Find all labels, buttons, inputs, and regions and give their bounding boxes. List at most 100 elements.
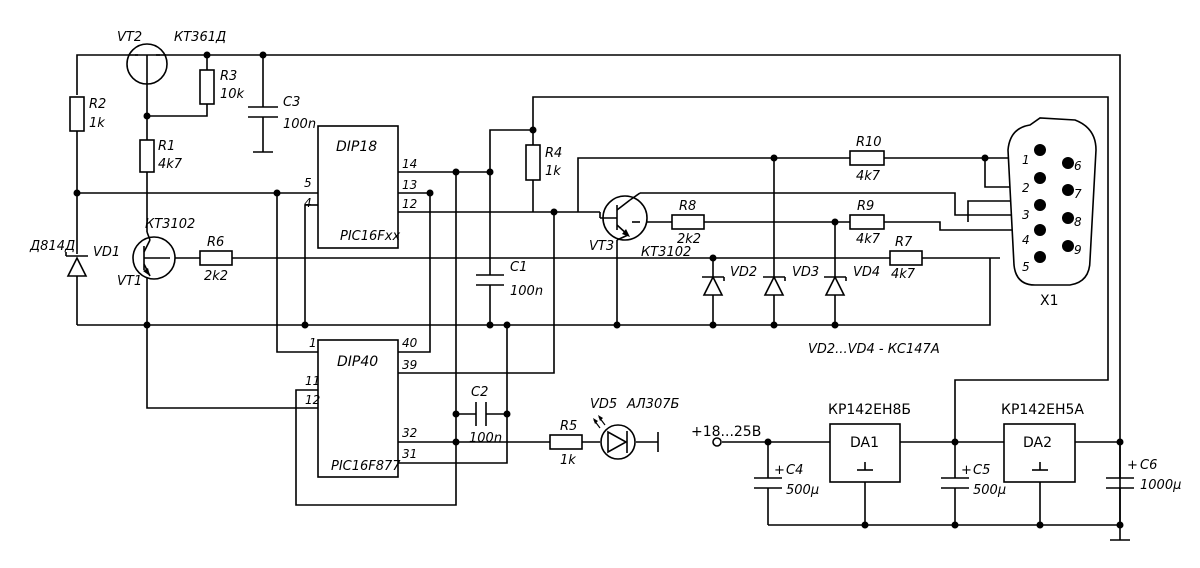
da1-part: КР142ЕН8Б [828, 402, 911, 418]
dip40-pin40: 40 [402, 336, 418, 350]
resistor-r10: R10 4k7 [849, 135, 885, 184]
vt1-ref: VT1 [117, 274, 142, 289]
r6-ref: R6 [207, 235, 224, 250]
resistor-r8: R8 2k2 [671, 199, 705, 247]
dip40-pin11: 11 [305, 374, 320, 388]
r2-ref: R2 [89, 97, 106, 112]
vt2-ref: VT2 [117, 30, 142, 45]
c6-ref: C6 [1140, 458, 1157, 473]
zener-vd2: VD2 [702, 265, 757, 296]
dip18-pin14: 14 [402, 157, 417, 171]
resistor-r3: R3 10k [199, 69, 245, 105]
dip40-pin1: 1 [309, 336, 317, 350]
r7-value: 4k7 [891, 267, 916, 282]
power-input: +18...25В [691, 424, 761, 447]
r10-value: 4k7 [856, 169, 881, 184]
resistor-r5: R5 1k [549, 419, 583, 468]
capacitor-c6: + C6 1000µ [1106, 458, 1181, 493]
dip18-subtitle: PIC16Fxx [340, 229, 400, 244]
c6-value: 1000µ [1140, 478, 1181, 493]
resistor-r7: R7 4k7 [889, 235, 923, 282]
r2-value: 1k [89, 116, 105, 131]
resistor-r9: R9 4k7 [849, 199, 885, 247]
c4-value: 500µ [786, 483, 819, 498]
x1-pin6: 6 [1074, 159, 1082, 173]
r4-value: 1k [545, 164, 561, 179]
vd2-ref: VD2 [730, 265, 757, 280]
x1-pin1: 1 [1022, 153, 1030, 167]
vt1-part: КТ3102 [145, 217, 195, 232]
c4-ref: C4 [786, 463, 803, 478]
ic-dip40: DIP40 PIC16F877 1 11 12 40 39 32 31 [305, 336, 418, 478]
vd5-part: АЛ307Б [626, 397, 679, 412]
dip18-title: DIP18 [336, 139, 377, 155]
vt2-part: КТ361Д [174, 30, 226, 45]
capacitor-c1: C1 100n [476, 260, 543, 299]
r8-ref: R8 [679, 199, 696, 214]
connector-x1: 1 2 3 4 5 6 7 8 9 X1 [1007, 117, 1097, 309]
dip18-pin13: 13 [402, 178, 417, 192]
c3-ref: C3 [283, 95, 300, 110]
vd1-part: Д814Д [29, 239, 75, 254]
vt3-ref: VT3 [589, 239, 614, 254]
r9-value: 4k7 [856, 232, 881, 247]
resistor-r4: R4 1k [525, 144, 562, 181]
x1-pin4: 4 [1022, 233, 1030, 247]
vd1-ref: VD1 [93, 245, 120, 260]
c2-value: 100n [469, 431, 502, 446]
capacitor-c5: + C5 500µ [941, 463, 1006, 498]
zener-vd4: VD4 [824, 265, 880, 296]
dip40-pin39: 39 [402, 358, 417, 372]
dip40-subtitle: PIC16F877 [331, 459, 401, 474]
x1-pin9: 9 [1074, 243, 1082, 257]
r1-value: 4k7 [158, 157, 183, 172]
zener-vd1: Д814Д VD1 [29, 239, 120, 277]
r3-value: 10k [220, 87, 245, 102]
r7-ref: R7 [895, 235, 913, 250]
vd4-ref: VD4 [853, 265, 880, 280]
c3-value: 100n [283, 117, 316, 132]
da2-ref: DA2 [1023, 435, 1052, 451]
led-vd5: VD5 АЛ307Б [590, 397, 679, 460]
c5-ref: C5 [973, 463, 990, 478]
c5-value: 500µ [973, 483, 1006, 498]
r8-value: 2k2 [677, 232, 701, 247]
capacitor-c4: + C4 500µ [754, 463, 819, 498]
dip40-pin32: 32 [402, 426, 417, 440]
da2-part: КР142ЕН5А [1001, 402, 1084, 418]
x1-pin3: 3 [1022, 208, 1030, 222]
transistor-vt3: VT3 КТ3102 [589, 192, 691, 260]
c4-polarity: + [774, 463, 785, 478]
resistor-r6: R6 2k2 [199, 235, 233, 284]
x1-ref: X1 [1040, 293, 1059, 309]
dip40-pin12: 12 [305, 393, 320, 407]
capacitor-c3: C3 100n [248, 95, 316, 132]
r6-value: 2k2 [204, 269, 228, 284]
transistor-vt1: КТ3102 VT1 [117, 217, 195, 289]
dip18-pin12: 12 [402, 197, 417, 211]
vt3-part: КТ3102 [641, 245, 691, 260]
r5-ref: R5 [560, 419, 577, 434]
c2-ref: C2 [471, 385, 488, 400]
c5-polarity: + [961, 463, 972, 478]
zener-vd3: VD3 [763, 265, 819, 296]
c1-ref: C1 [510, 260, 527, 275]
dip18-pin5: 5 [304, 176, 312, 190]
r3-ref: R3 [220, 69, 237, 84]
resistor-r2: R2 1k [69, 96, 106, 132]
dip40-pin31: 31 [402, 447, 417, 461]
regulator-da1: DA1 КР142ЕН8Б [828, 402, 911, 483]
r4-ref: R4 [545, 146, 562, 161]
regulator-da2: DA2 КР142ЕН5А [1001, 402, 1084, 483]
x1-pin2: 2 [1022, 181, 1030, 195]
c1-value: 100n [510, 284, 543, 299]
vd-note: VD2...VD4 - КС147А [808, 342, 940, 357]
transistor-vt2: VT2 КТ361Д [117, 30, 226, 85]
x1-pin7: 7 [1074, 187, 1082, 201]
dip18-pin4: 4 [304, 196, 312, 210]
r9-ref: R9 [857, 199, 874, 214]
dip40-title: DIP40 [337, 354, 378, 370]
r1-ref: R1 [158, 139, 175, 154]
resistor-r1: R1 4k7 [139, 139, 183, 173]
